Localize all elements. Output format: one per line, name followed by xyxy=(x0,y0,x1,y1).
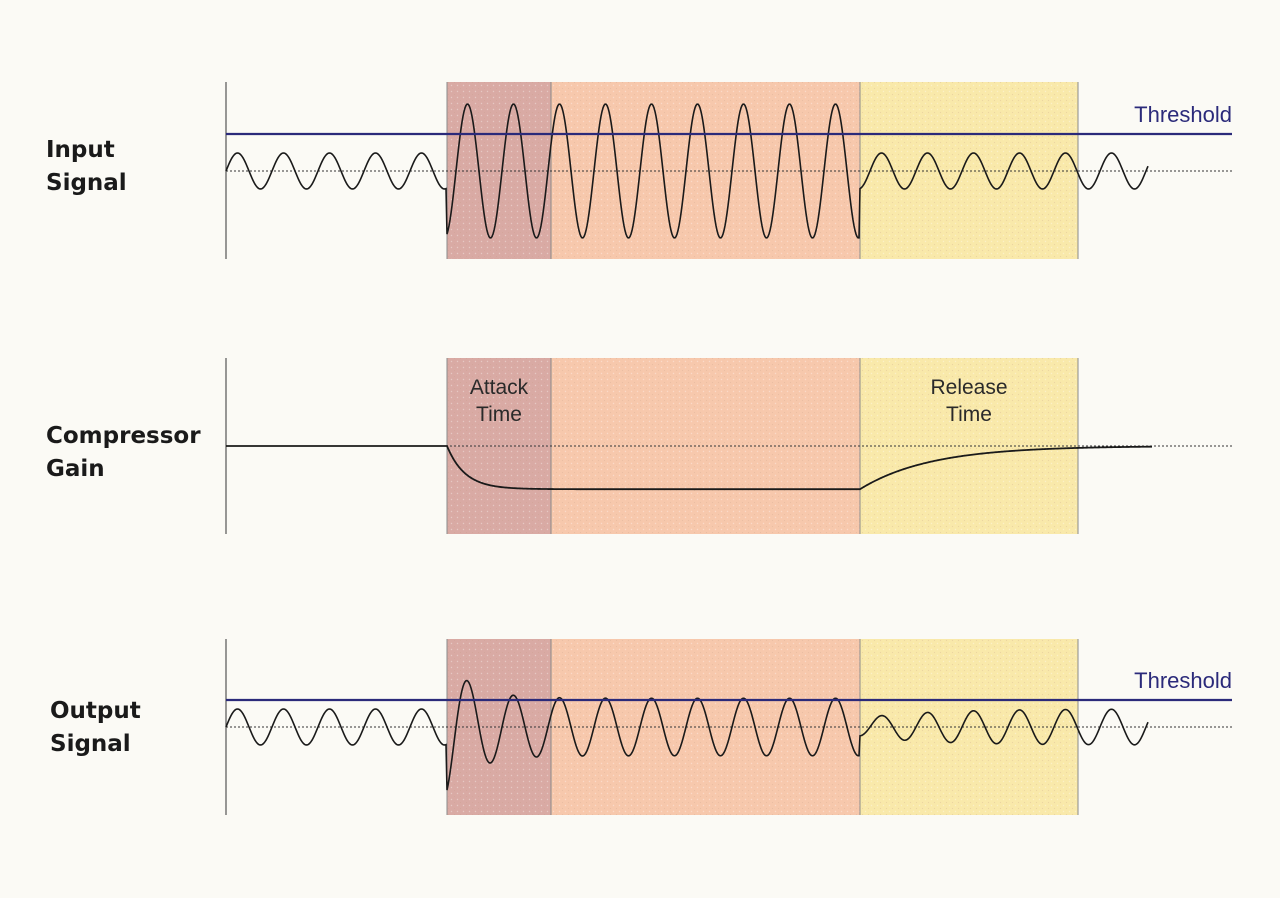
gain-curve xyxy=(226,445,1153,491)
output-signal-panel: Threshold xyxy=(225,639,1232,815)
output-signal-label: Output Signal xyxy=(50,698,141,757)
output-waveform xyxy=(225,679,1149,791)
compressor-gain-label: Compressor Gain xyxy=(46,423,201,482)
release-time-label-line2: Time xyxy=(946,403,992,426)
compressor-gain-panel: Attack Time Release Time xyxy=(225,358,1232,534)
attack-time-label-line1: Attack xyxy=(470,376,529,399)
input-waveform xyxy=(225,103,1149,239)
release-time-label-line1: Release xyxy=(930,376,1007,399)
output-threshold-label: Threshold xyxy=(1134,668,1232,693)
input-signal-panel: Threshold xyxy=(225,82,1232,259)
attack-time-label-line2: Time xyxy=(476,403,522,426)
input-signal-label: Input Signal xyxy=(46,137,127,196)
input-threshold-label: Threshold xyxy=(1134,102,1232,127)
